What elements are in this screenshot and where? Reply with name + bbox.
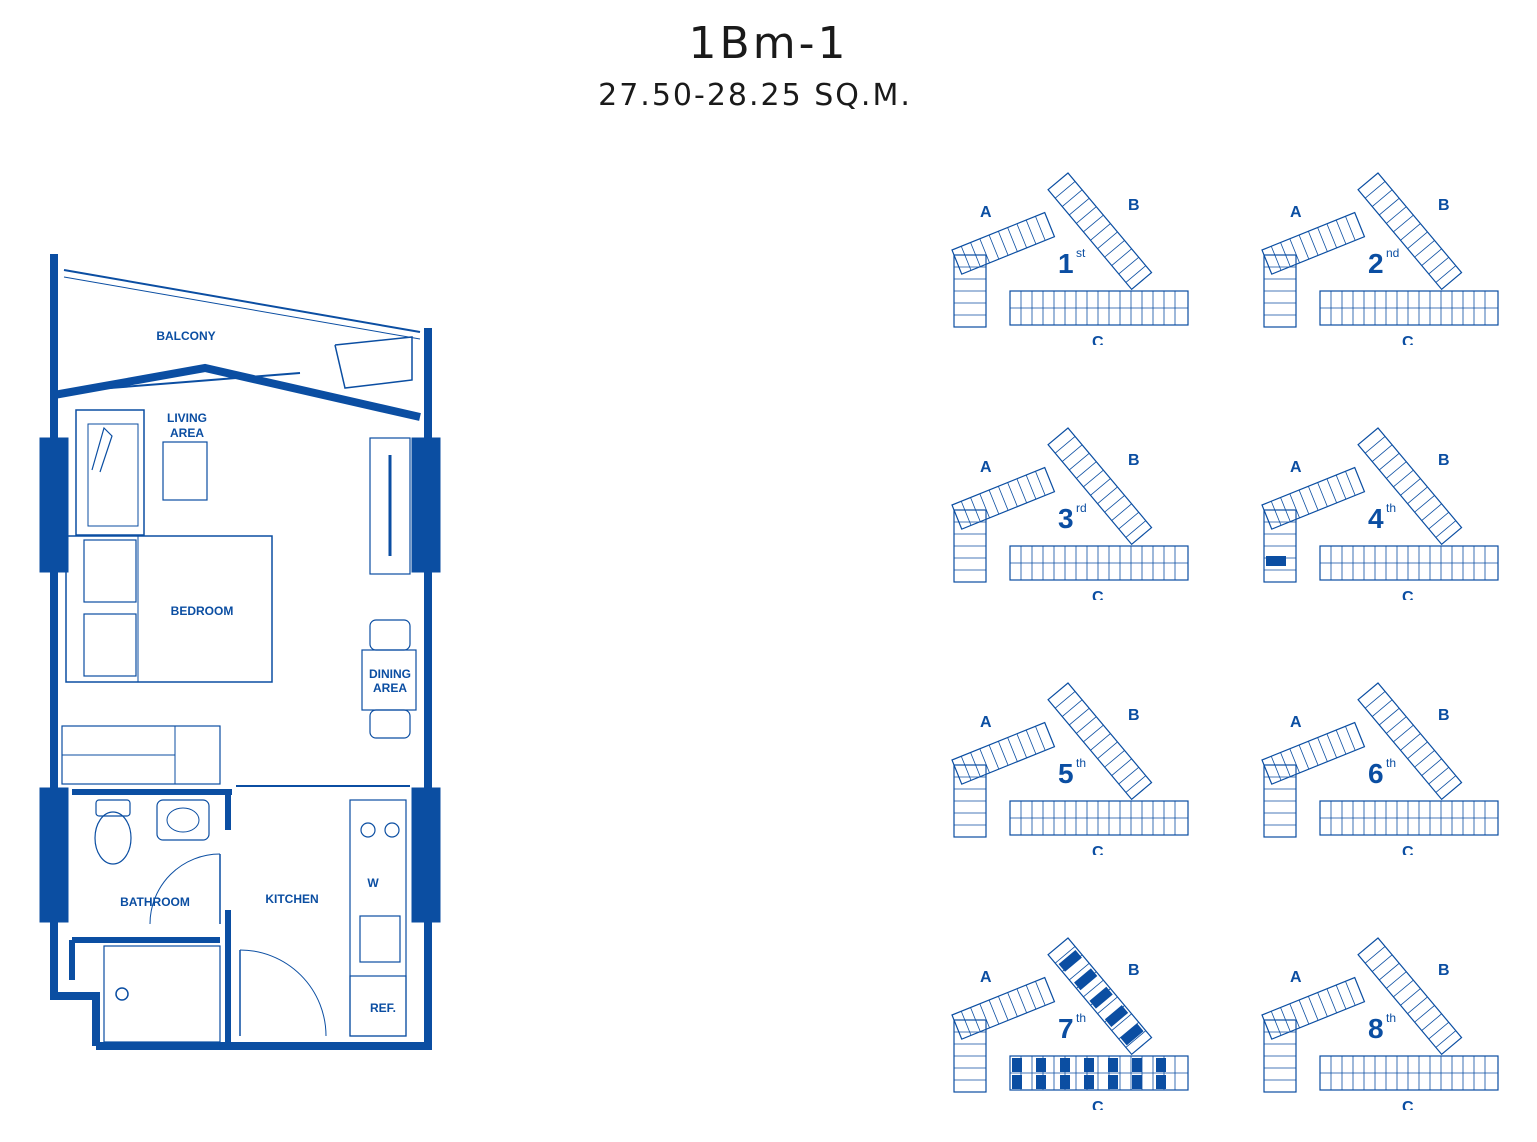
- keyplan-wing-c-label: C: [1402, 334, 1414, 345]
- keyplan-floor-suffix: th: [1076, 1011, 1086, 1025]
- keyplan-wing-a-label: A: [1290, 459, 1302, 476]
- keyplan-wing-c-label: C: [1092, 844, 1104, 855]
- dining-label-line2: AREA: [373, 681, 407, 695]
- keyplan-floor-suffix: rd: [1076, 501, 1087, 515]
- bathroom-label: BATHROOM: [120, 895, 190, 909]
- kitchen-label: KITCHEN: [265, 892, 318, 906]
- keyplan-wing-a-label: A: [980, 969, 992, 986]
- keyplan-floor-number: 1: [1058, 248, 1074, 279]
- keyplan-wing-c-label: C: [1402, 1099, 1414, 1110]
- dining-label-line1: DINING: [369, 667, 411, 681]
- keyplan-floor-number: 8: [1368, 1013, 1384, 1044]
- balcony-label: BALCONY: [156, 329, 215, 343]
- keyplan-wing-c-label: C: [1402, 589, 1414, 600]
- keyplan-wing-c-label: C: [1092, 1099, 1104, 1110]
- keyplan-wing-c-label: C: [1092, 589, 1104, 600]
- keyplan-wing-b-label: B: [1128, 452, 1140, 469]
- keyplan-floor-suffix: th: [1386, 501, 1396, 515]
- keyplan-wing-c-label: C: [1092, 334, 1104, 345]
- keyplan-wing-b-label: B: [1438, 197, 1450, 214]
- floor-plan: BALCONY LIVING AREA BEDROOM DINING AREA …: [39, 254, 441, 1050]
- keyplan-floor-number: 3: [1058, 503, 1074, 534]
- keyplan-wing-a-label: A: [1290, 714, 1302, 731]
- keyplan-wing-a-label: A: [1290, 969, 1302, 986]
- keyplan-wing-c-label: C: [1402, 844, 1414, 855]
- keyplan-floor-number: 4: [1368, 503, 1384, 534]
- keyplan-floor-number: 7: [1058, 1013, 1074, 1044]
- keyplan-wing-a-label: A: [980, 459, 992, 476]
- unit-type-title: 1Bm-1: [688, 18, 849, 69]
- fridge-label: REF.: [370, 1001, 396, 1015]
- keyplan-floor-suffix: th: [1386, 756, 1396, 770]
- living-label-line2: AREA: [170, 426, 204, 440]
- keyplan-wing-a-label: A: [980, 204, 992, 221]
- bedroom-label: BEDROOM: [171, 604, 234, 618]
- keyplan-floor-suffix: th: [1386, 1011, 1396, 1025]
- keyplan-floor-number: 6: [1368, 758, 1384, 789]
- keyplan-wing-b-label: B: [1438, 707, 1450, 724]
- keyplan-floor-suffix: th: [1076, 756, 1086, 770]
- keyplan-wing-a-label: A: [980, 714, 992, 731]
- keyplan-floor-suffix: st: [1076, 246, 1086, 260]
- keyplan-wing-b-label: B: [1128, 962, 1140, 979]
- keyplan-wing-b-label: B: [1438, 452, 1450, 469]
- unit-area: 27.50-28.25 SQ.M.: [598, 78, 912, 113]
- keyplan-floor-number: 5: [1058, 758, 1074, 789]
- keyplan-wing-b-label: B: [1128, 197, 1140, 214]
- washer-label: W: [367, 876, 379, 890]
- keyplan-wing-a-label: A: [1290, 204, 1302, 221]
- keyplan-floor-number: 2: [1368, 248, 1384, 279]
- keyplan-wing-b-label: B: [1128, 707, 1140, 724]
- living-label-line1: LIVING: [167, 411, 207, 425]
- keyplan-wing-b-label: B: [1438, 962, 1450, 979]
- keyplan-floor-suffix: nd: [1386, 246, 1399, 260]
